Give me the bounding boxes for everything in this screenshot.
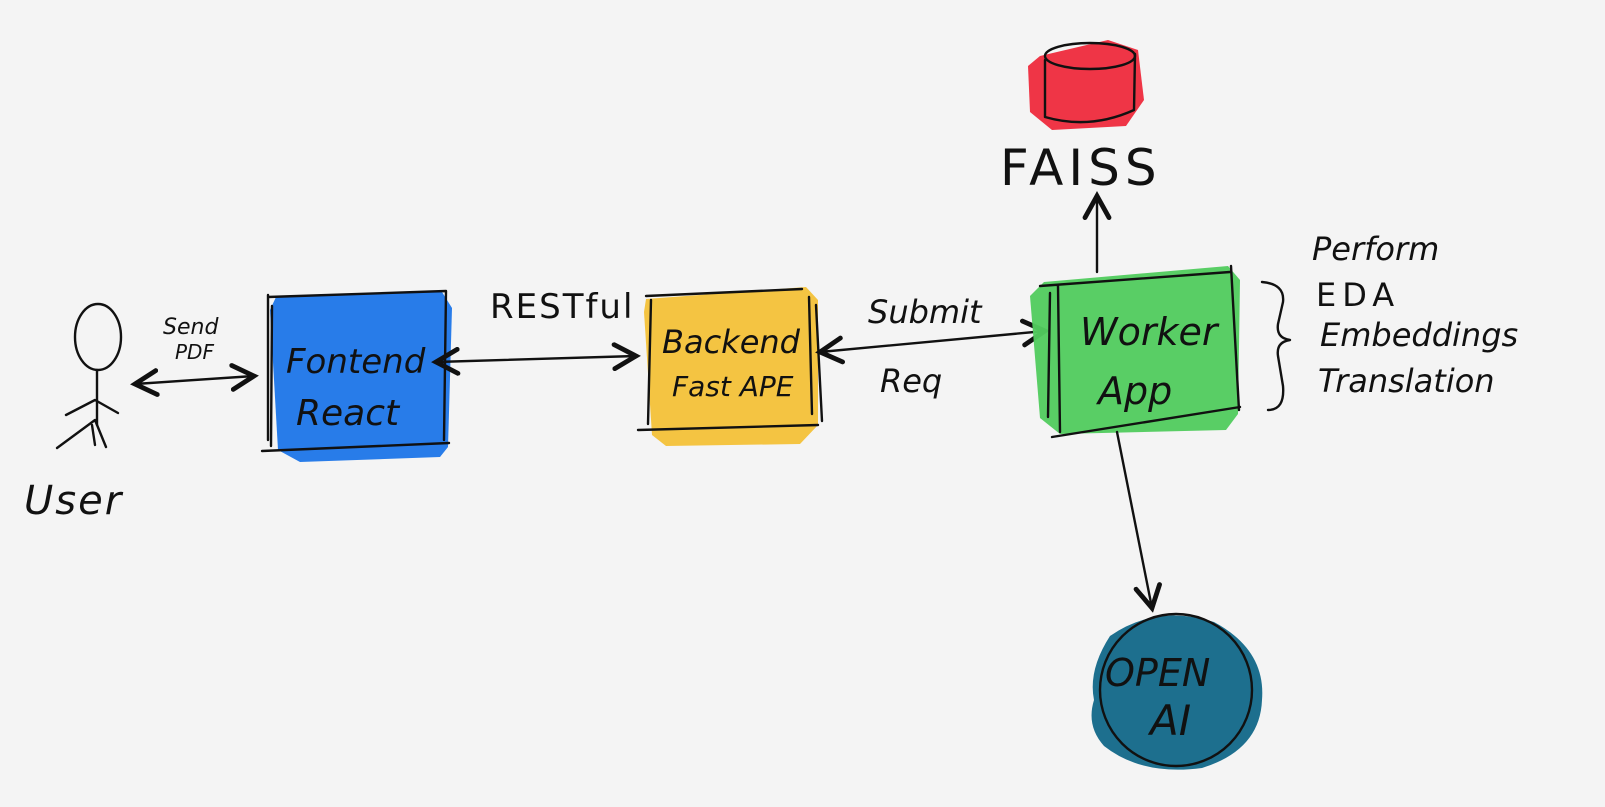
frontend-fill	[270, 292, 452, 462]
worker-to-openai-arrow	[1115, 430, 1152, 608]
faiss-fill	[1028, 40, 1144, 130]
send-pdf-label-line2: PDF	[175, 340, 214, 364]
openai-label-line2: AI	[1147, 696, 1191, 745]
worker-fill	[1030, 266, 1240, 434]
database-icon	[1043, 41, 1137, 124]
frontend-label-line1: Fontend	[286, 342, 426, 382]
faiss-node: FAISS	[1000, 40, 1162, 197]
task-brace	[1260, 280, 1292, 412]
worker-app-node: Worker App	[1030, 264, 1242, 439]
faiss-label: FAISS	[1000, 139, 1162, 197]
task-item-embeddings: Embeddings	[1320, 316, 1518, 354]
user-label: User	[24, 478, 124, 524]
task-item-eda: EDA	[1316, 276, 1400, 314]
worker-label-line1: Worker	[1080, 310, 1220, 354]
openai-label-line1: OPEN	[1105, 651, 1210, 695]
backend-label-line2: Fast APE	[672, 370, 794, 403]
user-stick-figure	[55, 302, 123, 450]
backend-label-line1: Backend	[662, 323, 801, 361]
backend-fill	[644, 287, 818, 446]
openai-fill	[1091, 615, 1263, 770]
submit-req-arrow	[820, 331, 1045, 352]
frontend-node: Fontend React	[260, 289, 452, 462]
openai-node: OPEN AI	[1091, 612, 1263, 770]
restful-arrow	[436, 356, 636, 362]
send-pdf-arrow	[135, 376, 254, 384]
task-item-translation: Translation	[1318, 362, 1495, 400]
frontend-label-line2: React	[296, 393, 401, 434]
submit-label-line2: Req	[880, 362, 942, 400]
submit-label-line1: Submit	[868, 293, 983, 331]
backend-node: Backend Fast APE	[636, 287, 824, 446]
worker-label-line2: App	[1095, 369, 1172, 413]
tasks-heading: Perform	[1312, 230, 1439, 268]
restful-label: RESTful	[490, 287, 634, 327]
send-pdf-label-line1: Send	[163, 315, 219, 340]
